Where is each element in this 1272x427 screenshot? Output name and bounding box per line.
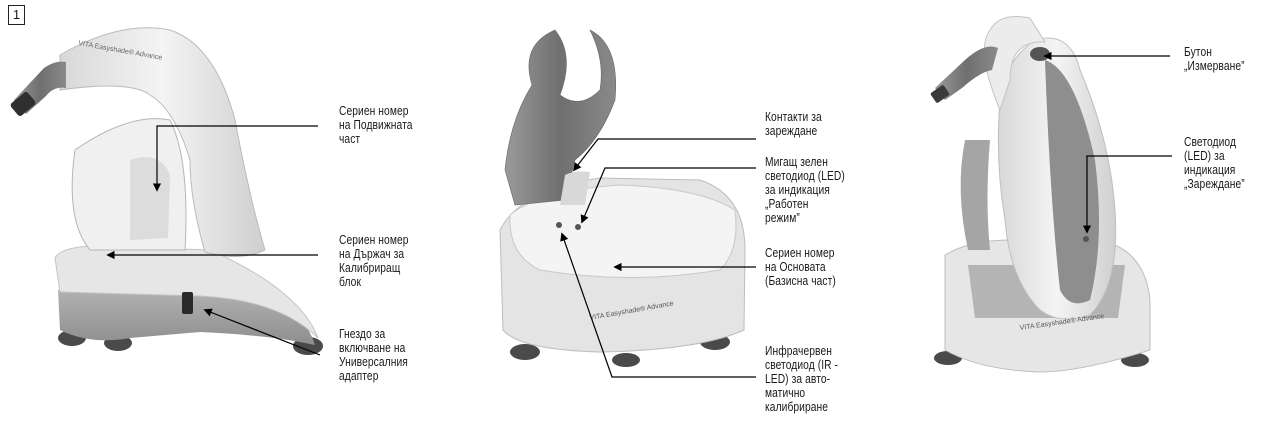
figure-number: 1 [8, 5, 25, 25]
device-side-view: VITA Easyshade® Advance [9, 28, 323, 355]
label-measure-button: Бутон „Измерване” [1184, 45, 1245, 73]
label-charge-contacts: Контакти за зареждане [765, 110, 822, 138]
label-base-serial: Сериен номер на Основата (Базисна част) [765, 246, 836, 288]
label-ir-led: Инфрачервен светодиод (IR - LED) за авто… [765, 344, 838, 414]
device-front-view: VITA Easyshade® Advance [930, 17, 1150, 373]
label-holder-serial: Сериен номер на Държач за Калибриращ бло… [339, 233, 409, 289]
label-handpiece-serial: Сериен номер на Подвижната част [339, 104, 413, 146]
label-green-led: Мигащ зелен светодиод (LED) за индикация… [765, 155, 845, 225]
label-charge-led: Светодиод (LED) за индикация „Зареждане” [1184, 135, 1245, 191]
device-base-view: VITA Easyshade® Advance [500, 30, 745, 367]
label-adapter-socket: Гнездо за включване на Универсалния адап… [339, 327, 408, 383]
